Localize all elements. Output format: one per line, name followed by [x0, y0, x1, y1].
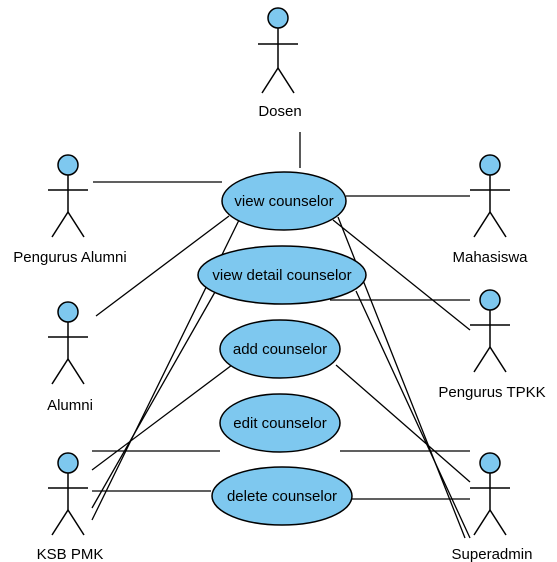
assoc-ksb-detail	[91, 291, 216, 509]
actor-head-icon	[479, 452, 501, 474]
assoc-tpkk-view	[332, 219, 471, 331]
actor-label-dosen: Dosen	[258, 103, 301, 120]
actor-label-alumni: Alumni	[47, 397, 93, 414]
use-case-label-view-detail-counselor: view detail counselor	[212, 267, 351, 284]
actor-head-icon	[57, 452, 79, 474]
actor-ksb-pmk: KSB PMK	[37, 452, 104, 562]
assoc-superadmin-detail	[355, 290, 471, 539]
use-case-add-counselor[interactable]: add counselor	[219, 319, 341, 379]
use-case-view-detail-counselor[interactable]: view detail counselor	[197, 245, 367, 305]
actor-head-icon	[267, 7, 289, 29]
actor-head-icon	[479, 289, 501, 311]
actor-label-pengurus-tpkk: Pengurus TPKK	[438, 384, 545, 401]
actor-label-pengurus-alumni: Pengurus Alumni	[13, 249, 126, 266]
use-case-view-counselor[interactable]: view counselor	[221, 171, 347, 231]
assoc-ksb-add	[91, 364, 233, 471]
actor-superadmin: Superadmin	[452, 452, 533, 562]
actor-mahasiswa: Mahasiswa	[452, 154, 528, 266]
use-case-delete-counselor[interactable]: delete counselor	[211, 466, 353, 526]
assoc-superadmin-add	[335, 364, 471, 483]
use-case-label-add-counselor: add counselor	[233, 341, 327, 358]
actor-alumni: Alumni	[47, 301, 93, 414]
actor-head-icon	[57, 154, 79, 176]
actor-label-mahasiswa: Mahasiswa	[452, 249, 528, 266]
use-case-label-view-counselor: view counselor	[234, 193, 333, 210]
actor-head-icon	[57, 301, 79, 323]
actor-pengurus-tpkk: Pengurus TPKK	[438, 289, 546, 401]
assoc-alumni-view	[95, 215, 230, 317]
use-case-label-edit-counselor: edit counselor	[233, 415, 326, 432]
associations	[91, 132, 471, 539]
actor-dosen: Dosen	[258, 7, 302, 120]
use-case-label-delete-counselor: delete counselor	[227, 488, 337, 505]
actor-pengurus-alumni: Pengurus Alumni	[13, 154, 127, 266]
actor-label-ksb-pmk: KSB PMK	[37, 546, 104, 562]
actor-head-icon	[479, 154, 501, 176]
actor-label-superadmin: Superadmin	[452, 546, 533, 562]
use-case-edit-counselor[interactable]: edit counselor	[219, 393, 341, 453]
